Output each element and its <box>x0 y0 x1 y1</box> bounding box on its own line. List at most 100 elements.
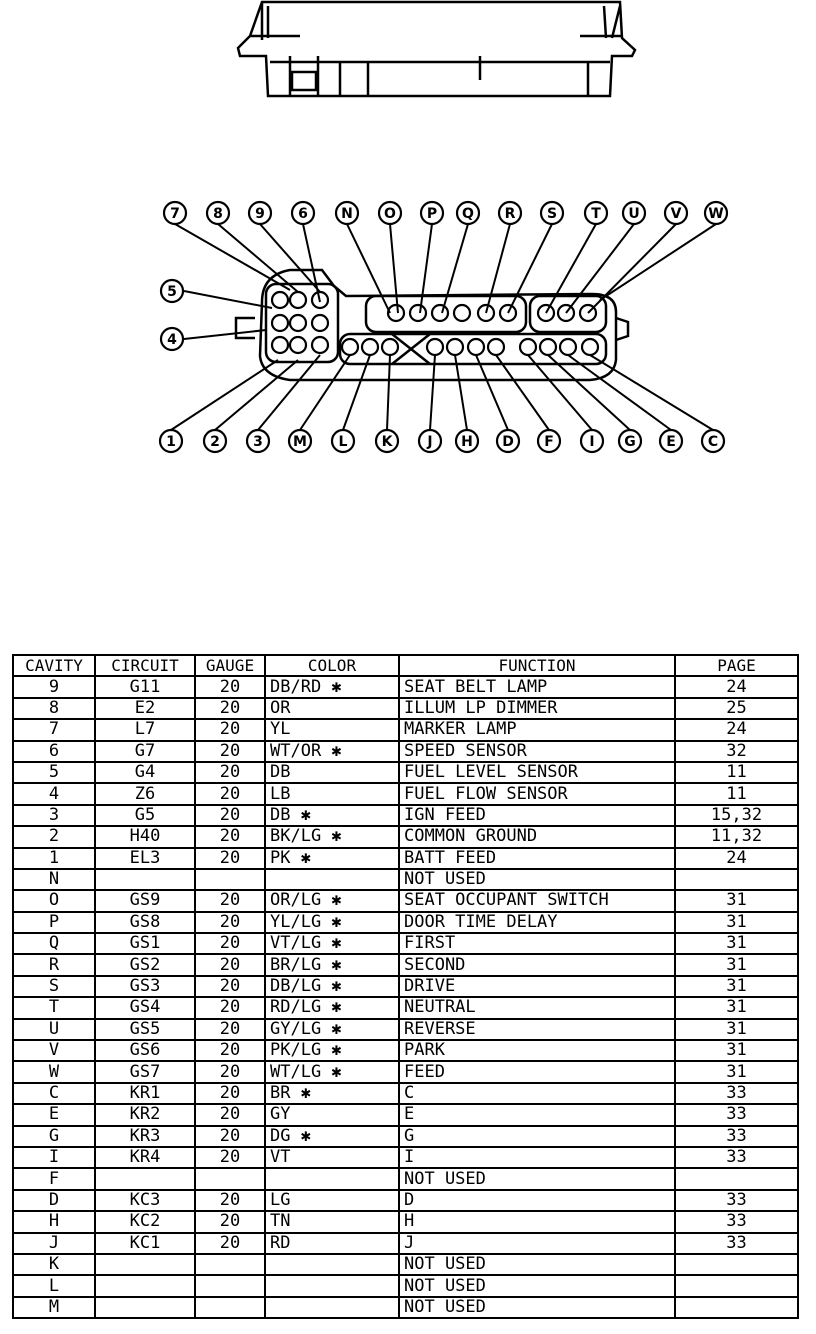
cell-function: NOT USED <box>398 1295 676 1320</box>
cell-cavity: 2 <box>12 825 96 849</box>
cell-page: 24 <box>674 675 799 699</box>
cell-page: 31 <box>674 1060 799 1084</box>
cavity-callout-d: D <box>495 428 521 454</box>
cell-circuit <box>94 1274 196 1298</box>
callout-label: 8 <box>213 206 223 222</box>
cell-page: 31 <box>674 996 799 1020</box>
cavity-callout-q: Q <box>455 200 481 226</box>
cell-page: 33 <box>674 1188 799 1213</box>
cavity-callout-5: 5 <box>159 278 185 304</box>
cell-circuit <box>94 1167 196 1191</box>
callout-label: I <box>589 434 594 450</box>
cell-color: RD <box>264 1231 400 1255</box>
leader-line <box>495 354 550 431</box>
cavity-hole <box>270 313 290 333</box>
leader-line <box>589 354 714 431</box>
callout-label: H <box>461 434 473 450</box>
cell-cavity: V <box>12 1039 96 1063</box>
cavity-hole <box>558 337 578 357</box>
leader-line <box>485 223 511 314</box>
callout-label: Q <box>462 206 474 222</box>
cell-color: LB <box>264 782 400 806</box>
leader-line <box>429 354 436 431</box>
leader-line <box>214 359 299 431</box>
cell-color: VT/LG ✱ <box>264 932 400 956</box>
cell-color: WT/OR ✱ <box>264 739 400 763</box>
cell-gauge: 20 <box>194 1210 266 1234</box>
cell-function: PARK <box>398 1039 676 1063</box>
cavity-callout-e: E <box>658 428 684 454</box>
cell-page: 31 <box>674 889 799 913</box>
callout-label: S <box>547 206 557 222</box>
cell-function: FIRST <box>398 932 676 956</box>
cell-circuit: GS9 <box>94 889 196 913</box>
cell-gauge: 20 <box>194 825 266 849</box>
cell-circuit: E2 <box>94 696 196 721</box>
cell-circuit: GS8 <box>94 910 196 935</box>
cavity-callout-c: C <box>700 428 726 454</box>
cell-circuit <box>94 1252 196 1277</box>
cell-page: 31 <box>674 910 799 935</box>
cavity-hole <box>538 337 558 357</box>
cavity-hole <box>310 335 330 355</box>
cavity-callout-9: 9 <box>247 200 273 226</box>
cell-cavity: O <box>12 889 96 913</box>
cavity-callout-n: N <box>334 200 360 226</box>
callout-label: 3 <box>253 434 263 450</box>
cavity-callout-r: R <box>497 200 523 226</box>
cell-circuit: KR3 <box>94 1124 196 1149</box>
cell-circuit: KR4 <box>94 1145 196 1170</box>
cell-page: 33 <box>674 1081 799 1106</box>
cell-page <box>674 1252 799 1277</box>
cell-color: DG ✱ <box>264 1124 400 1149</box>
cell-gauge: 20 <box>194 1124 266 1149</box>
cell-gauge: 20 <box>194 974 266 999</box>
leader-line <box>389 223 399 314</box>
cavity-callout-2: 2 <box>202 428 228 454</box>
cell-function: H <box>398 1210 676 1234</box>
leader-line <box>454 354 468 431</box>
leader-line <box>217 223 299 293</box>
cell-color: BR ✱ <box>264 1081 400 1106</box>
cell-cavity: M <box>12 1295 96 1320</box>
cell-gauge <box>194 1274 266 1298</box>
cell-page: 33 <box>674 1103 799 1127</box>
table-row: N NOT USED <box>12 867 799 892</box>
cell-page: 31 <box>674 1039 799 1063</box>
leader-line <box>170 359 279 431</box>
callout-label: D <box>502 434 514 450</box>
cavity-hole <box>408 303 428 323</box>
table-header-row: CAVITY CIRCUIT GAUGE COLOR FUNCTION PAGE <box>12 653 799 678</box>
callout-label: M <box>293 434 307 450</box>
cell-page: 11 <box>674 782 799 806</box>
cell-gauge: 20 <box>194 718 266 742</box>
cell-page: 33 <box>674 1231 799 1255</box>
cavity-callout-w: W <box>703 200 729 226</box>
cell-color: YL/LG ✱ <box>264 910 400 935</box>
cell-page <box>674 1274 799 1298</box>
cell-cavity: N <box>12 867 96 892</box>
cavity-callout-g: G <box>617 428 643 454</box>
cell-cavity: Q <box>12 932 96 956</box>
cell-function: NOT USED <box>398 867 676 892</box>
cavity-callout-s: S <box>539 200 565 226</box>
callout-label: P <box>427 206 437 222</box>
cell-color: VT <box>264 1145 400 1170</box>
leader-line <box>259 223 321 293</box>
cavity-callout-u: U <box>621 200 647 226</box>
cell-circuit: KC2 <box>94 1210 196 1234</box>
cell-circuit: GS2 <box>94 953 196 977</box>
leader-line <box>386 354 391 431</box>
cavity-hole <box>386 303 406 323</box>
cell-circuit: G5 <box>94 803 196 828</box>
